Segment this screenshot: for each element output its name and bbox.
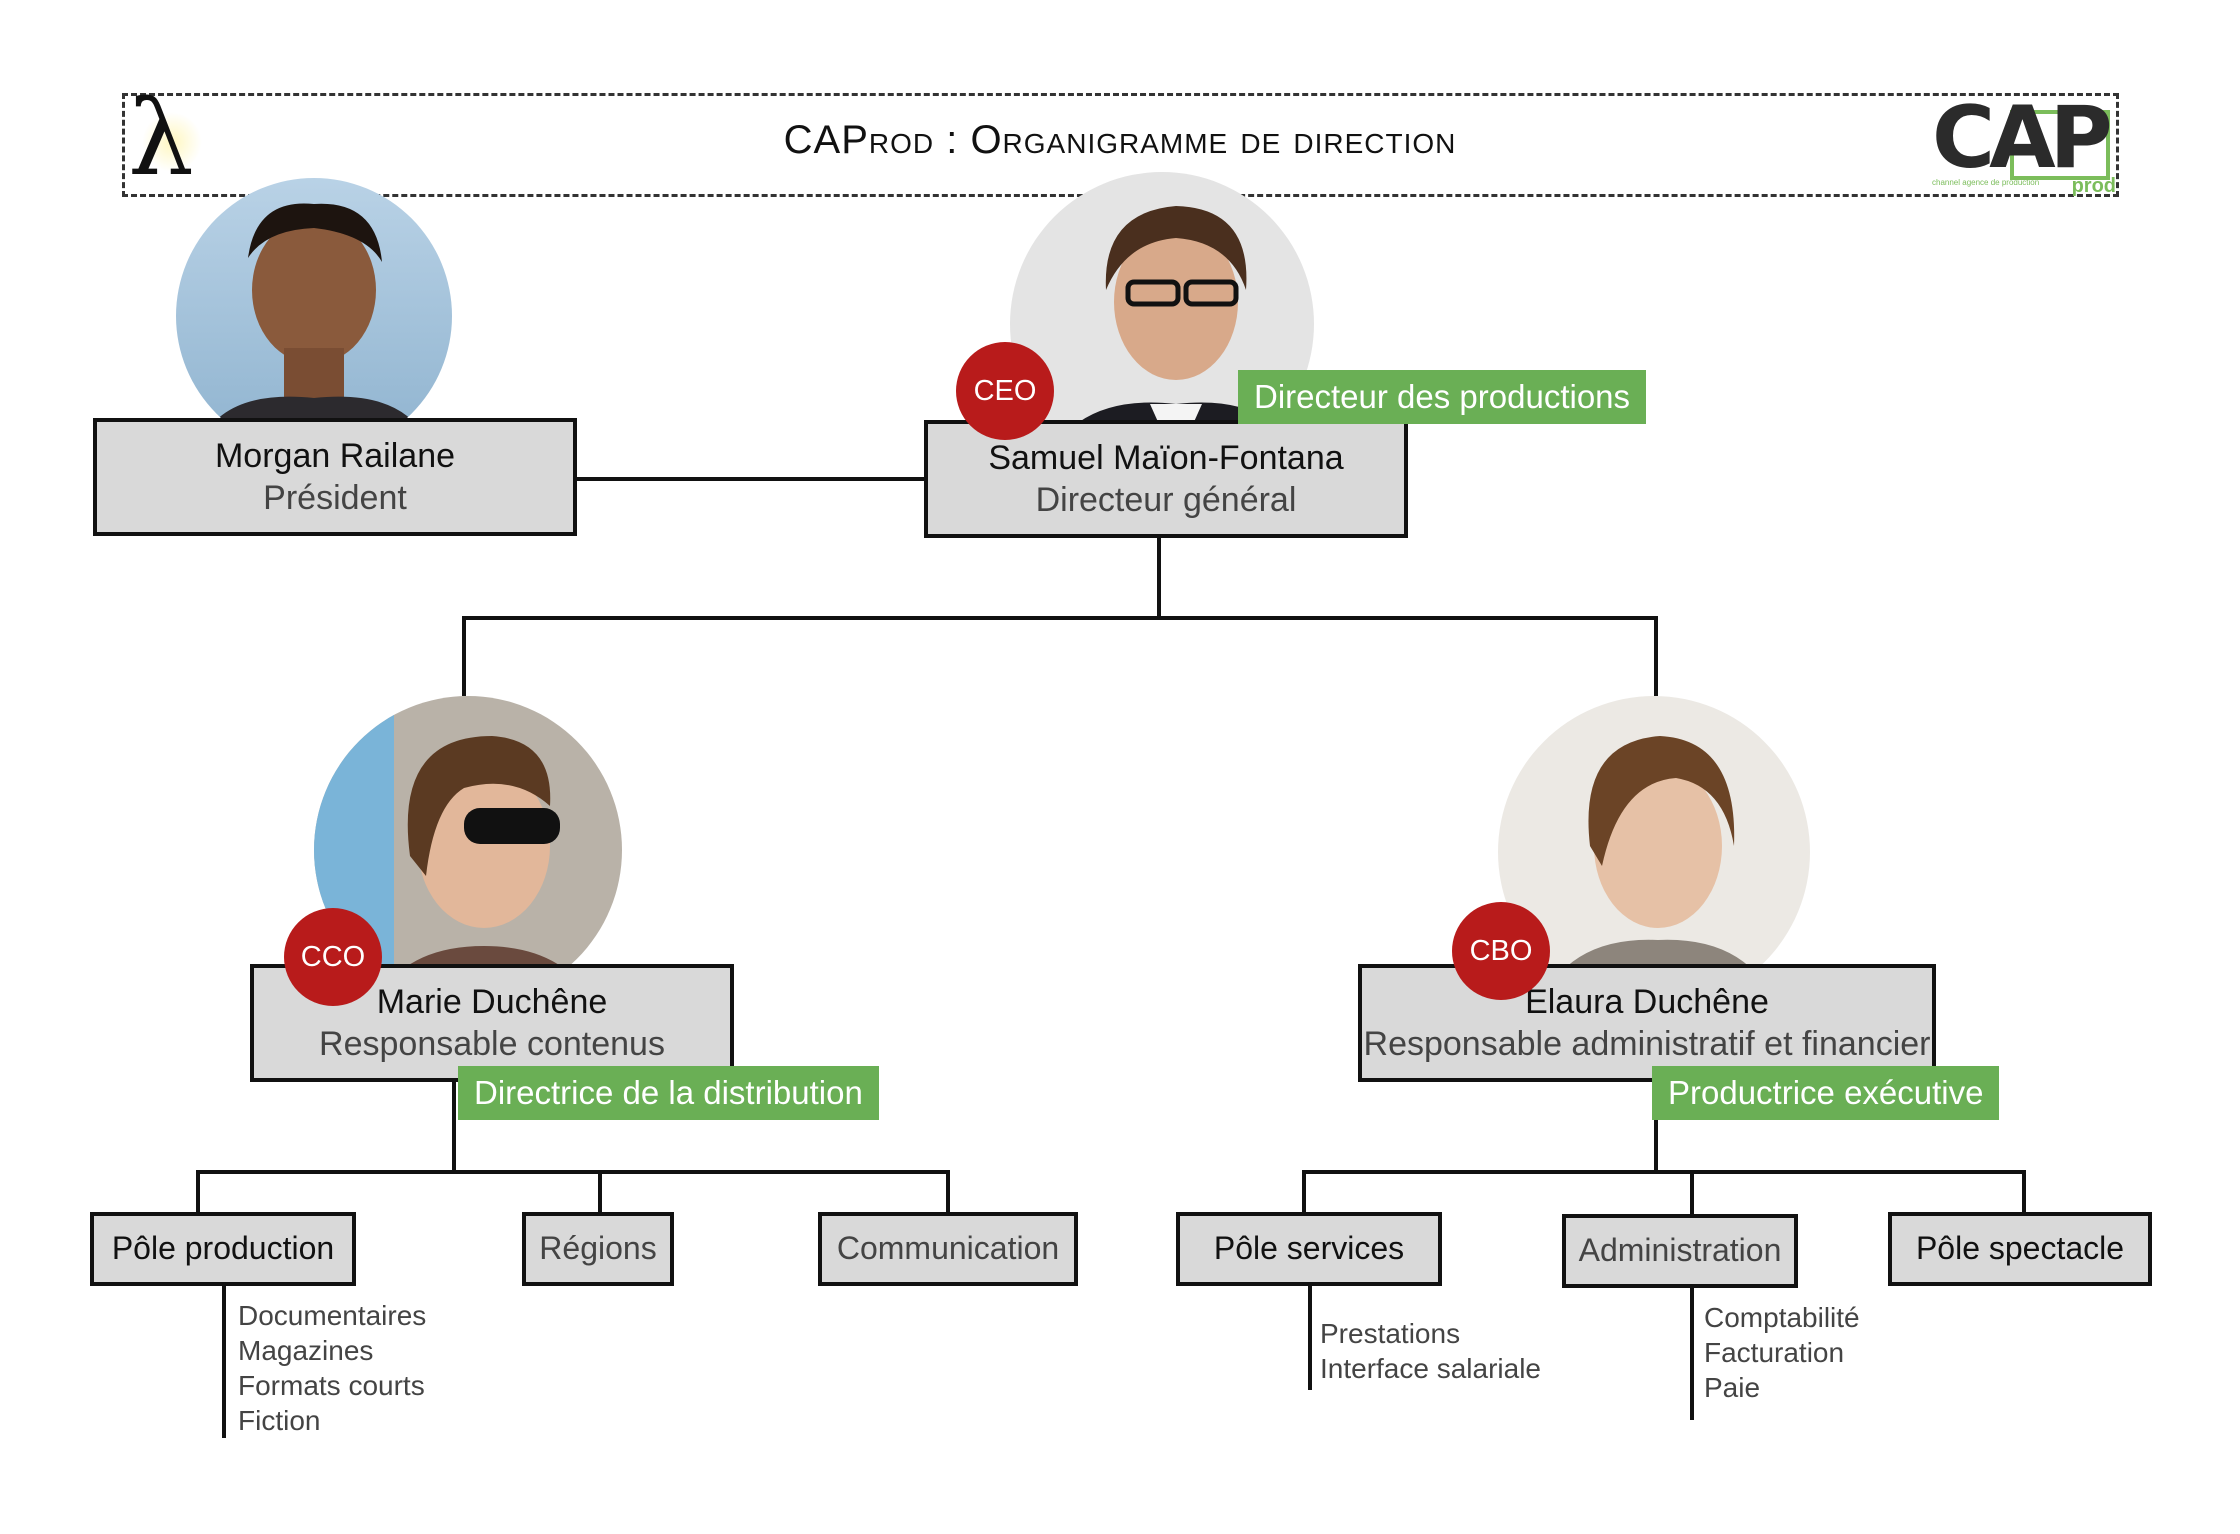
cbo-card[interactable]: Elaura Duchêne Responsable administratif… [1358, 964, 1936, 1082]
page-title: CAProd : Organigramme de direction [783, 118, 1457, 162]
connector-cco-down [452, 1074, 456, 1174]
list-item: Magazines [238, 1335, 374, 1366]
logo-main-text: CAP [1932, 88, 2113, 188]
connector-to-administration [1690, 1170, 1694, 1216]
connector-president-ceo [574, 477, 926, 481]
president-card[interactable]: Morgan Railane Président [93, 418, 577, 536]
dept-regions[interactable]: Régions [522, 1212, 674, 1286]
connector-to-cbo [1654, 616, 1658, 696]
logo-frame [2010, 110, 2110, 180]
connector-cco-bar [196, 1170, 950, 1174]
logo-sub-text: prod [2071, 175, 2116, 197]
dept-pole-spectacle[interactable]: Pôle spectacle [1888, 1212, 2152, 1286]
list-item: Facturation [1704, 1337, 1845, 1368]
administration-items: Comptabilité Facturation Paie [1704, 1300, 1860, 1405]
connector-to-cco [462, 616, 466, 696]
pole-production-items: Documentaires Magazines Formats courts F… [238, 1298, 426, 1438]
cbo-badge: CBO [1452, 902, 1550, 1000]
logo-tagline: channel agence de production [1932, 178, 2040, 187]
dept-administration[interactable]: Administration [1562, 1214, 1798, 1288]
connector-ceo-down [1157, 532, 1161, 620]
cbo-portrait-photo [1498, 696, 1810, 1008]
list-item: Documentaires [238, 1300, 427, 1331]
list-item: Interface salariale [1320, 1353, 1542, 1384]
bracket-pole-services [1308, 1286, 1312, 1390]
cco-name: Marie Duchêne [376, 983, 608, 1021]
connector-cbo-down [1654, 1074, 1658, 1174]
cco-role: Responsable contenus [319, 1025, 665, 1063]
lambda-logo-icon: λ [128, 77, 194, 199]
list-item: Formats courts [238, 1370, 425, 1401]
connector-cbo-bar [1302, 1170, 2026, 1174]
cbo-extra-role: Productrice exécutive [1652, 1066, 2000, 1120]
list-item: Comptabilité [1704, 1302, 1860, 1333]
connector-to-pole-production [196, 1170, 200, 1216]
ceo-badge: CEO [956, 342, 1054, 440]
list-item: Fiction [238, 1405, 321, 1436]
dept-pole-production[interactable]: Pôle production [90, 1212, 356, 1286]
cbo-name: Elaura Duchêne [1525, 983, 1769, 1021]
connector-to-pole-services [1302, 1170, 1306, 1216]
caprod-logo: CAP prod channel agence de production [1932, 88, 2122, 197]
cbo-role: Responsable administratif et financier [1363, 1025, 1931, 1063]
dept-communication[interactable]: Communication [818, 1212, 1078, 1286]
list-item: Prestations [1320, 1318, 1461, 1349]
connector-to-communication [946, 1170, 950, 1216]
dept-pole-services[interactable]: Pôle services [1176, 1212, 1442, 1286]
connector-to-pole-spectacle [2022, 1170, 2026, 1216]
bracket-pole-production [222, 1286, 226, 1438]
president-portrait-photo [176, 178, 452, 454]
cco-extra-role: Directrice de la distribution [458, 1066, 879, 1120]
cco-badge: CCO [284, 908, 382, 1006]
ceo-extra-role: Directeur des productions [1238, 370, 1647, 424]
list-item: Paie [1704, 1372, 1761, 1403]
bracket-administration [1690, 1288, 1694, 1420]
lambda-glow [142, 112, 202, 172]
ceo-role: Directeur général [1035, 481, 1297, 519]
connector-to-regions [598, 1170, 602, 1216]
pole-services-items: Prestations Interface salariale [1320, 1316, 1541, 1386]
president-role: Président [263, 479, 407, 517]
ceo-name: Samuel Maïon-Fontana [988, 439, 1344, 477]
connector-level2-bar [462, 616, 1658, 620]
president-name: Morgan Railane [214, 437, 456, 475]
